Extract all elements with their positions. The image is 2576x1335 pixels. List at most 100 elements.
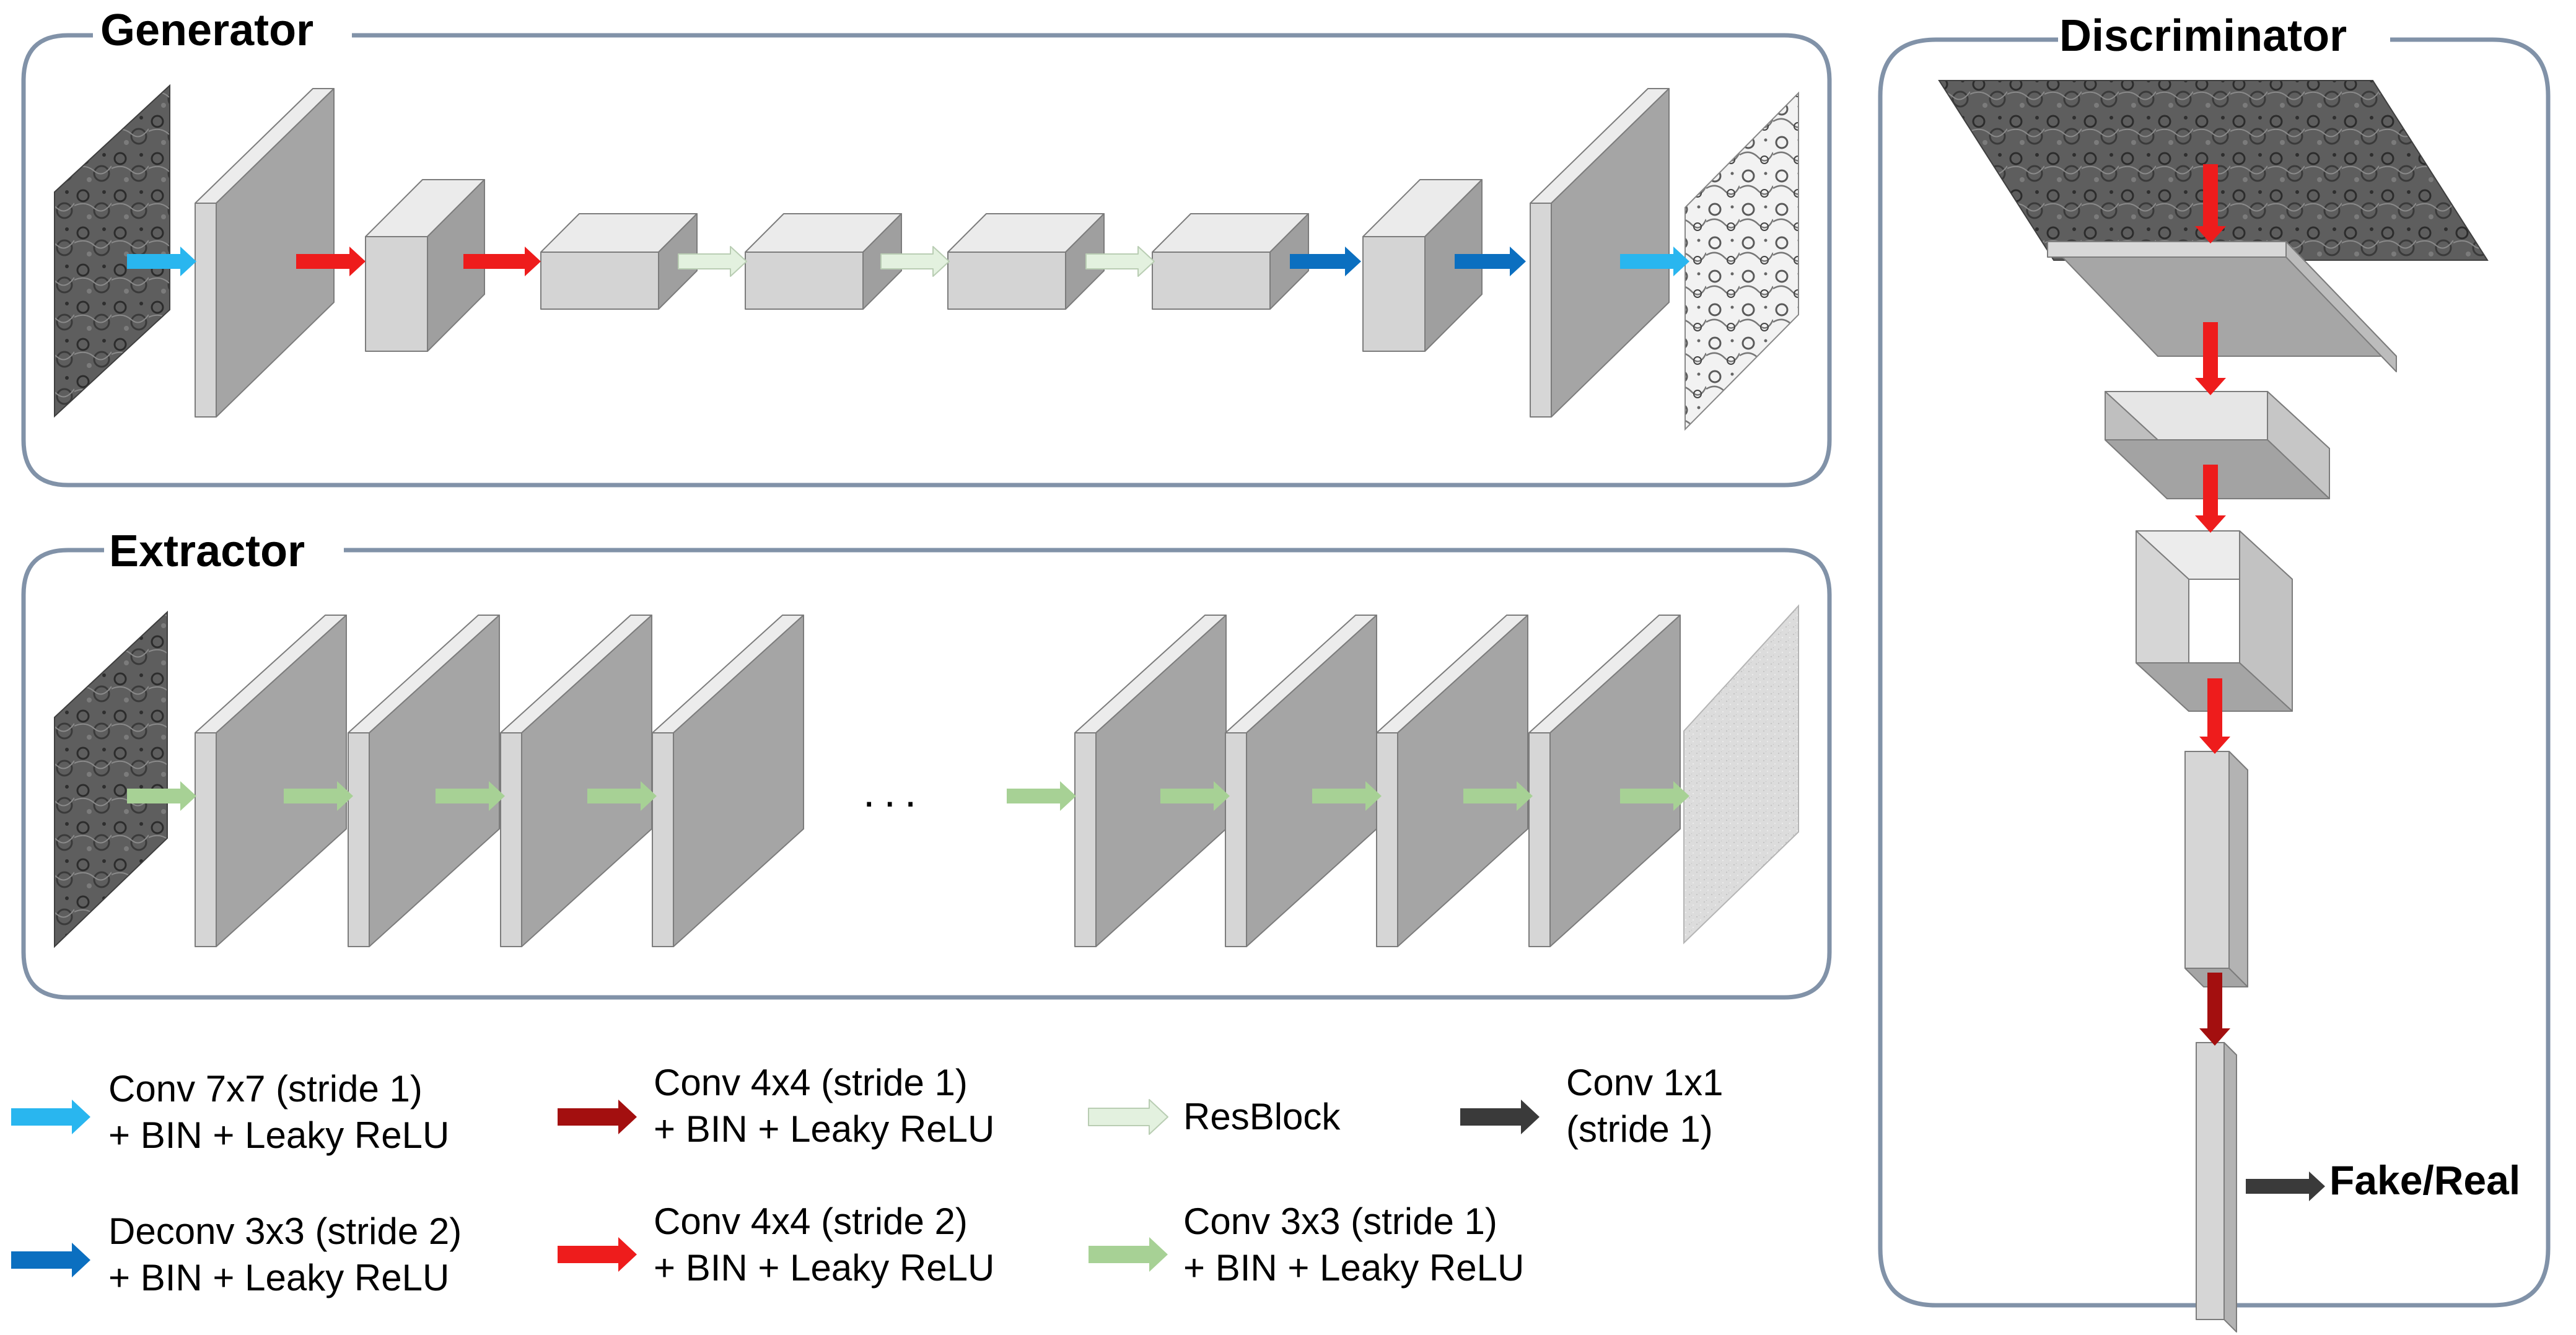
legend-sublabel-conv7x7: + BIN + Leaky ReLU [108,1114,449,1156]
gen-block-8-edge [1530,203,1552,418]
disc-block-1 [2047,241,2397,372]
ext-block-2 [348,615,500,947]
gen-arrow-5 [880,246,950,277]
ext-arrow-1 [127,781,196,811]
layer-blocks [195,88,2397,1333]
disc-block-4 [2184,751,2248,987]
gen-block-3-front [540,252,659,310]
generator-input-image [54,84,170,418]
gen-block-7-front [1362,236,1426,352]
gen-block-1-edge [195,203,217,418]
gen-arrow-9 [1620,247,1689,276]
legend-item-resblock: ResBlock [1088,1096,1341,1137]
gen-block-6 [1152,213,1309,310]
disc-block-2 [2105,391,2330,499]
ext-arrow-3 [436,781,505,811]
gen-arrow-3 [463,247,541,276]
fake-real-label: Fake/Real [2329,1157,2520,1203]
disc-block-5 [2196,1042,2237,1333]
legend-arrow-conv4x4_s1 [558,1100,637,1134]
ext-block-6 [1225,615,1377,947]
legend: Conv 7x7 (stride 1)+ BIN + Leaky ReLUDec… [11,1062,1723,1298]
ext-block-7 [1376,615,1528,947]
ext-arrow-5 [1007,781,1076,811]
legend-label-deconv3x3: Deconv 3x3 (stride 2) [108,1210,462,1252]
legend-label-conv7x7: Conv 7x7 (stride 1) [108,1068,423,1110]
extractor-frame [21,548,1832,1000]
ext-block-1-edge [195,732,217,947]
extractor-title: Extractor [109,527,305,576]
disc-block-5-side [2223,1042,2237,1333]
ext-arrow-4 [587,781,657,811]
ext-block-1 [195,615,347,947]
ext-arrow-2 [284,781,353,811]
extractor-ellipsis: ... [863,768,925,816]
gen-arrow-7 [1290,247,1361,276]
generator-title: Generator [100,6,313,55]
legend-label-conv4x4_s1: Conv 4x4 (stride 1) [654,1062,968,1103]
ext-block-4-edge [652,732,674,947]
gen-block-4-front [745,252,864,310]
legend-sublabel-deconv3x3: + BIN + Leaky ReLU [108,1257,449,1298]
ext-arrow-9 [1620,781,1689,811]
disc-arrow-out [2246,1171,2325,1201]
legend-item-conv4x4_s1: Conv 4x4 (stride 1) + BIN + Leaky ReLU [558,1062,994,1150]
legend-arrow-conv1x1 [1460,1100,1540,1134]
gen-block-5-front [947,252,1066,310]
legend-arrow-resblock [1088,1099,1168,1135]
generator-panel: Generator [21,6,1832,488]
gen-arrow-8 [1455,247,1526,276]
ext-block-5 [1074,615,1227,947]
legend-sublabel-conv4x4_s1: + BIN + Leaky ReLU [654,1108,994,1150]
disc-block-5-front [2196,1042,2225,1320]
gen-arrow-2 [296,247,366,276]
legend-arrow-conv3x3 [1089,1237,1168,1272]
ext-block-3 [500,615,652,947]
gen-block-7 [1362,179,1483,352]
legend-item-conv7x7: Conv 7x7 (stride 1)+ BIN + Leaky ReLU [11,1068,449,1156]
gen-arrow-4 [678,246,747,277]
ext-block-2-edge [348,732,370,947]
legend-sublabel-conv4x4_s2: + BIN + Leaky ReLU [654,1247,994,1289]
legend-arrow-deconv3x3 [11,1243,90,1277]
gen-block-8 [1530,88,1670,418]
ext-block-6-edge [1225,732,1247,947]
disc-block-4-side [2228,751,2248,987]
gen-block-6-front [1152,252,1271,310]
disc-block-1-side [2285,241,2397,372]
legend-arrow-conv7x7 [11,1100,90,1134]
gen-block-2 [365,179,485,352]
ext-arrow-7 [1312,781,1382,811]
legend-label-conv3x3: Conv 3x3 (stride 1) [1183,1201,1497,1242]
gen-block-2-front [365,236,428,352]
disc-arrow-2 [2195,322,2226,395]
legend-label-conv1x1: Conv 1x1 [1566,1062,1723,1103]
generator-output-image [1684,91,1799,431]
gen-block-1 [195,88,335,418]
disc-arrow-1 [2195,164,2226,243]
extractor-panel: Extractor [21,527,1832,1000]
ext-arrow-6 [1160,781,1230,811]
ext-block-4 [652,615,804,947]
ext-block-7-edge [1376,732,1398,947]
legend-item-conv1x1: Conv 1x1 (stride 1) [1460,1062,1723,1150]
gen-block-5 [947,213,1105,310]
legend-sublabel-conv3x3: + BIN + Leaky ReLU [1183,1247,1524,1289]
ext-block-3-edge [500,732,522,947]
gen-arrow-1 [127,247,196,276]
layer-arrows [127,164,2325,1201]
legend-label-conv4x4_s2: Conv 4x4 (stride 2) [654,1201,968,1242]
gen-arrow-6 [1085,246,1155,277]
disc-block-4-front [2184,751,2230,969]
disc-arrow-3 [2195,465,2226,533]
ext-block-8 [1528,615,1681,947]
legend-sublabel-conv1x1: (stride 1) [1566,1108,1713,1150]
disc-arrow-5 [2199,973,2230,1046]
ext-block-8-edge [1528,732,1551,947]
extractor-input-image [54,610,168,948]
legend-item-deconv3x3: Deconv 3x3 (stride 2) + BIN + Leaky ReLU [11,1210,462,1298]
extractor-output-map [1683,604,1799,945]
gen-block-4 [745,213,902,310]
discriminator-title: Discriminator [2059,11,2347,61]
